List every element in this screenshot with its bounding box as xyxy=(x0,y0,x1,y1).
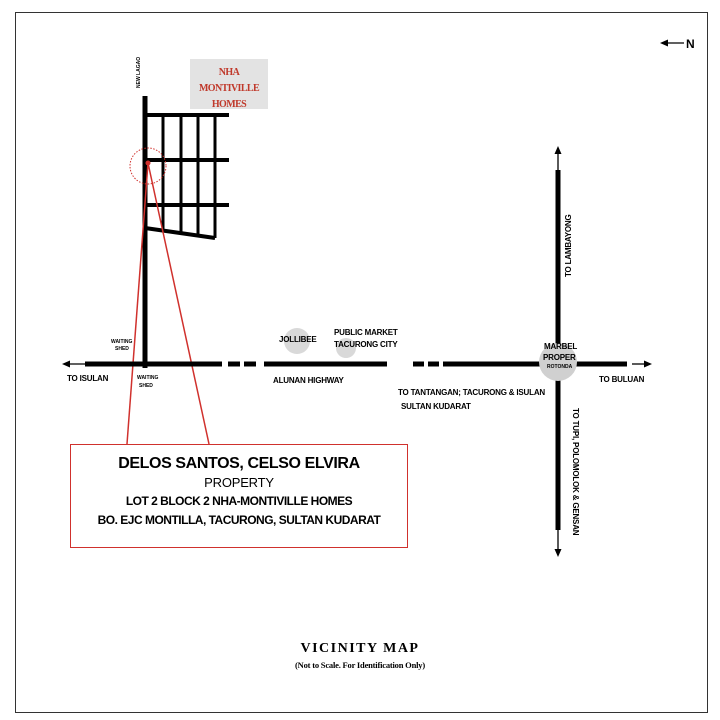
sultan-kudarat-label: SULTAN KUDARAT xyxy=(401,402,471,411)
waiting-shed-1-line2: SHED xyxy=(115,346,129,352)
waiting-shed-2-line1: WAITING xyxy=(137,375,159,381)
subdivision-name-line1: NHA MONTIVILLE xyxy=(198,67,260,94)
jollibee-marker xyxy=(284,328,310,354)
property-lot: LOT 2 BLOCK 2 NHA-MONTIVILLE HOMES xyxy=(125,494,353,508)
alunan-highway-label: ALUNAN HIGHWAY xyxy=(273,376,344,385)
to-buluan-label: TO BULUAN xyxy=(599,375,645,384)
to-tupi-label: TO TUPI, POLOMOLOK & GENSAN xyxy=(571,408,580,536)
map-subtitle: (Not to Scale. For Identification Only) xyxy=(295,660,425,670)
to-tantangan-label: TO TANTANGAN; TACURONG & ISULAN xyxy=(398,388,545,397)
jollibee-label: JOLLIBEE xyxy=(279,335,317,344)
leader-line-left xyxy=(126,162,149,445)
property-label: PROPERTY xyxy=(204,475,274,490)
arrowhead-buluan xyxy=(644,360,652,368)
map-frame xyxy=(15,12,708,713)
map-title: VICINITY MAP xyxy=(300,641,420,656)
north-arrowhead xyxy=(660,39,668,47)
north-label: N xyxy=(686,37,695,51)
north-indicator: N xyxy=(658,37,695,51)
tacurong-city-label: TACURONG CITY xyxy=(334,340,398,349)
arrowhead-tupi xyxy=(554,549,562,557)
property-info-box: DELOS SANTOS, CELSO ELVIRA PROPERTY LOT … xyxy=(70,444,408,548)
new-lagao-label: NEW LAGAO xyxy=(136,56,142,88)
property-address: BO. EJC MONTILLA, TACURONG, SULTAN KUDAR… xyxy=(97,513,381,527)
leader-line-right xyxy=(147,162,210,445)
to-lambayong-label: TO LAMBAYONG xyxy=(564,214,573,278)
public-market-marker xyxy=(336,338,356,358)
waiting-shed-2-line2: SHED xyxy=(139,383,153,389)
subdivision-name-line2: HOMES xyxy=(211,99,247,110)
to-isulan-label: TO ISULAN xyxy=(67,374,109,383)
waiting-shed-1-line1: WAITING xyxy=(111,339,133,345)
public-market-label: PUBLIC MARKET xyxy=(334,328,398,337)
subdivision-label: NHA MONTIVILLE HOMES xyxy=(190,59,268,110)
proper-label: PROPER xyxy=(543,353,576,362)
rotonda-circle xyxy=(539,343,577,381)
marbel-label: MARBEL xyxy=(544,342,578,351)
rotonda-label: ROTONDA xyxy=(547,364,573,370)
property-owner: DELOS SANTOS, CELSO ELVIRA xyxy=(118,455,360,472)
arrowhead-lambayong xyxy=(554,146,562,154)
property-location-circle xyxy=(129,147,167,185)
arrowhead-isulan xyxy=(62,360,70,368)
